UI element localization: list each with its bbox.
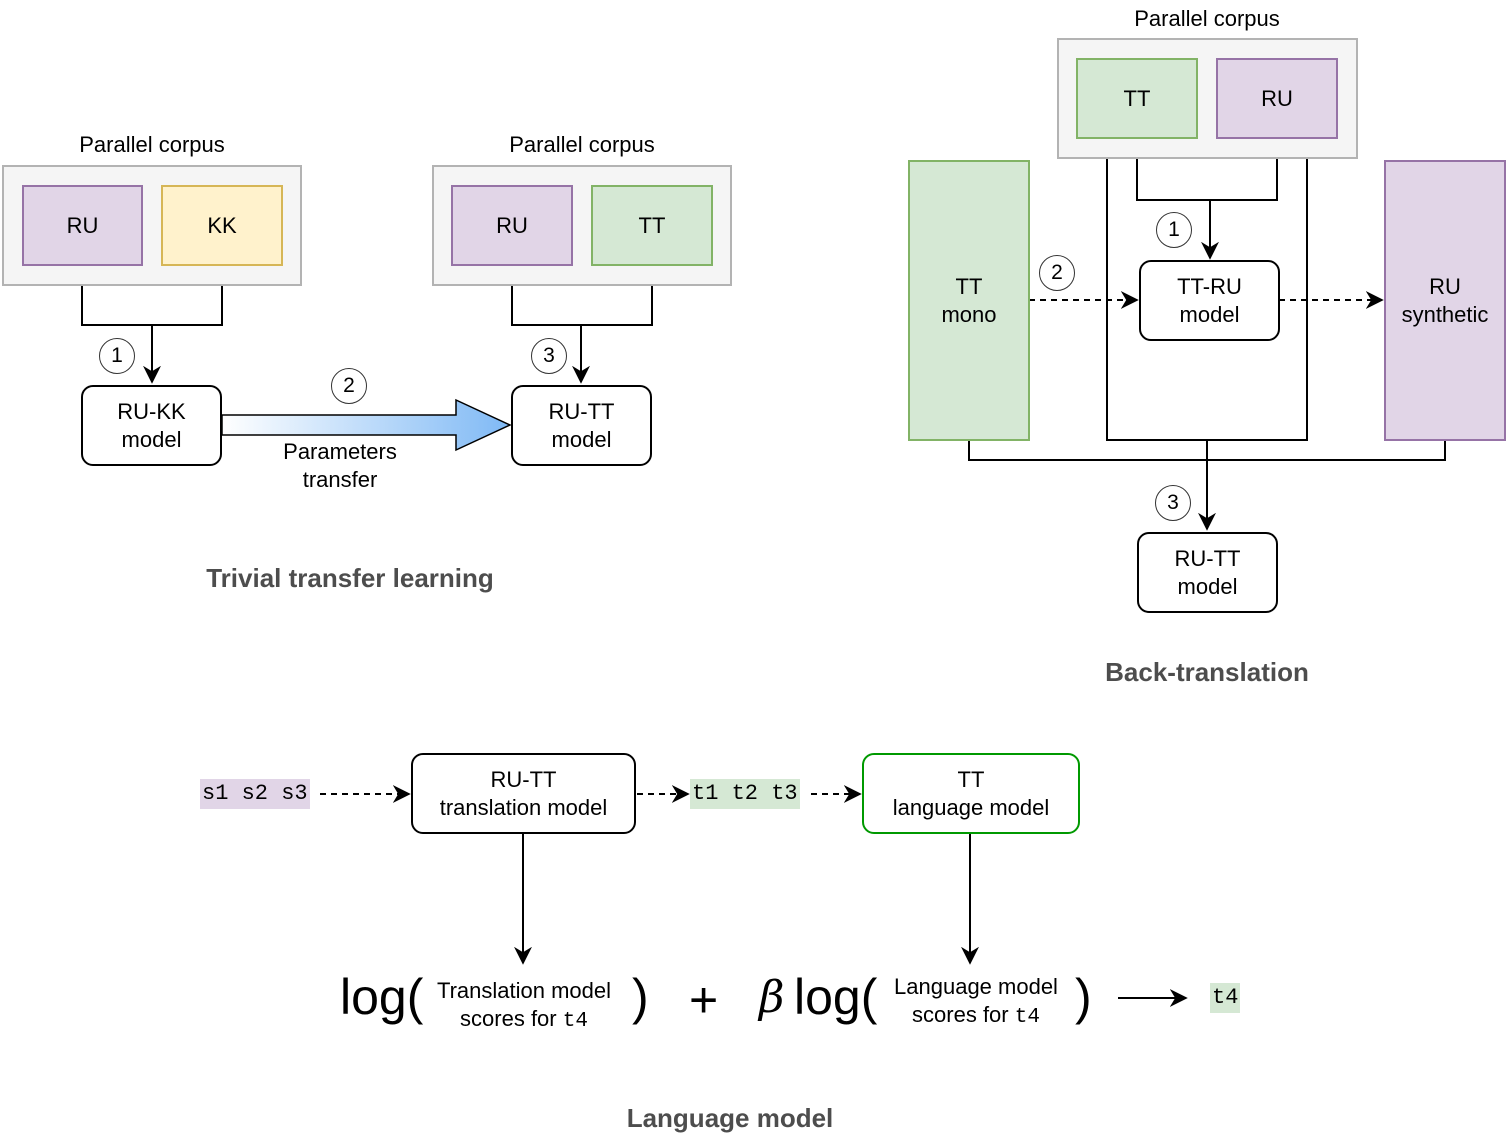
ru-synthetic-box: RU synthetic: [1384, 160, 1506, 441]
parallel-corpus-label-3: Parallel corpus: [1134, 6, 1280, 31]
ru-corpus-box-bt: RU: [1216, 58, 1338, 139]
formula-close-2: ): [1075, 969, 1092, 1025]
step-1-badge: 1: [99, 338, 135, 374]
formula-lm-line2: scores for t4: [876, 1001, 1076, 1032]
step-2-badge: 2: [331, 368, 367, 404]
formula-plus: +: [689, 972, 719, 1028]
formula-log-2: log(: [794, 969, 878, 1025]
formula-lm-line1: Language model: [894, 974, 1058, 999]
result-token: t4: [1210, 983, 1241, 1013]
ru-corpus-box: RU: [22, 185, 143, 266]
tt-mono-box: TT mono: [908, 160, 1030, 441]
bt-step-3-badge: 3: [1155, 485, 1191, 521]
bt-step-2-badge: 2: [1039, 255, 1075, 291]
tt-ru-model-box: TT-RU model: [1139, 260, 1280, 341]
parameters-transfer-arrow: [221, 398, 512, 452]
formula-lm-token: t4: [1014, 1006, 1040, 1029]
trivial-transfer-heading: Trivial transfer learning: [206, 563, 494, 593]
parameters-transfer-label: Parameters transfer: [283, 439, 397, 492]
formula-tm-token: t4: [562, 1010, 588, 1033]
tt-language-model-box: TT language model: [862, 753, 1080, 834]
tt-corpus-box: TT: [591, 185, 713, 266]
formula-close-1: ): [632, 969, 649, 1025]
target-tokens: t1 t2 t3: [690, 779, 800, 809]
ru-tt-translation-model-box: RU-TT translation model: [411, 753, 636, 834]
formula-lm-scores: Language model scores for t4: [876, 973, 1076, 1032]
ru-kk-model-box: RU-KK model: [81, 385, 222, 466]
ru-tt-model-box-bt: RU-TT model: [1137, 532, 1278, 613]
bt-step-1-badge: 1: [1156, 212, 1192, 248]
step-3-badge: 3: [531, 338, 567, 374]
formula-tm-scores-for: scores for: [460, 1006, 557, 1031]
formula-tm-line1: Translation model: [436, 978, 612, 1003]
ru-tt-model-box: RU-TT model: [511, 385, 652, 466]
connector-tt-ru-corpus: [1136, 138, 1278, 201]
formula-tm-line2: scores for t4: [424, 1005, 624, 1036]
source-tokens: s1 s2 s3: [200, 779, 310, 809]
parallel-corpus-label-2: Parallel corpus: [509, 132, 655, 157]
tt-corpus-box-bt: TT: [1076, 58, 1198, 139]
formula-tm-scores: Translation model scores for t4: [424, 977, 624, 1036]
back-translation-heading: Back-translation: [1105, 657, 1309, 687]
formula-lm-scores-for: scores for: [912, 1002, 1009, 1027]
parallel-corpus-label-1: Parallel corpus: [79, 132, 225, 157]
language-model-heading: Language model: [626, 1103, 834, 1133]
formula-beta: β: [759, 972, 785, 1023]
ru-corpus-box-2: RU: [451, 185, 573, 266]
formula-log-1: log(: [340, 969, 424, 1025]
kk-corpus-box: KK: [161, 185, 283, 266]
